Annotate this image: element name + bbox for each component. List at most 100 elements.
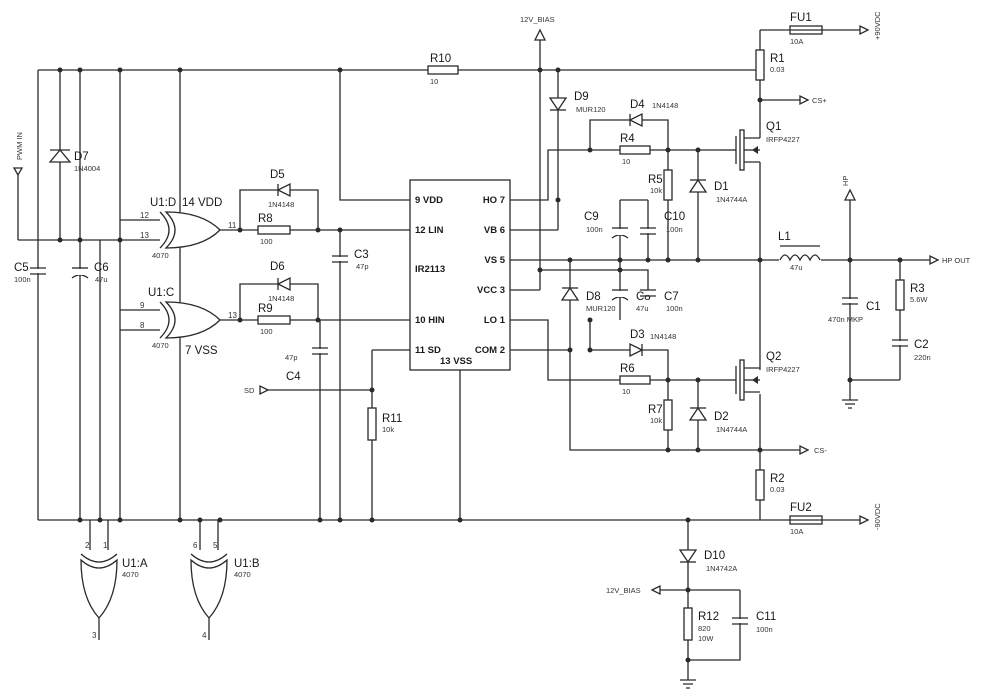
c6-ref-label: C6 xyxy=(94,262,109,274)
mosfet-q2: Q2 IRFP4227 xyxy=(735,351,800,401)
xor-gate-u1b: U1:B 4070 6 5 4 xyxy=(190,520,260,640)
l1-ref-label: L1 xyxy=(778,231,791,243)
r2-ref-label: R2 xyxy=(770,473,785,485)
r3-ref-label: R3 xyxy=(910,283,925,295)
ic-ir2113: 9 VDD 12 LIN 10 HIN IR2113 10 HIN 11 SD … xyxy=(409,179,511,371)
xor-gate-u1a: U1:A 4070 2 1 3 xyxy=(80,520,148,640)
c1-ref-label: C1 xyxy=(866,301,881,313)
capacitor-c2: C2 220n xyxy=(892,339,931,362)
net-12v-bias-top: 12V_BIAS xyxy=(520,15,555,24)
r4-ref-label: R4 xyxy=(620,133,635,145)
diode-d10: D10 1N4742A xyxy=(678,549,737,573)
u1d-pin-in1: 12 xyxy=(140,211,149,220)
fu2-ref-label: FU2 xyxy=(790,502,812,514)
u1c-pin-in2: 8 xyxy=(140,321,145,330)
d5-ref-label: D5 xyxy=(270,169,285,181)
pin-sd-label: 11 SD xyxy=(415,345,441,356)
fuse-fu1: FU1 10A xyxy=(789,12,823,46)
c3-ref-label: C3 xyxy=(354,249,369,261)
c11-value-label: 100n xyxy=(756,625,773,634)
diode-d5: D5 1N4148 xyxy=(268,169,294,209)
c2-ref-label: C2 xyxy=(914,339,929,351)
pin-vcc-label: VCC 3 xyxy=(477,285,505,296)
r1-value-label: 0.03 xyxy=(770,65,785,74)
c2-value-label: 220n xyxy=(914,353,931,362)
d3-ref-label: D3 xyxy=(630,329,645,341)
u1b-pin-in1: 6 xyxy=(193,541,198,550)
r1-ref-label: R1 xyxy=(770,53,785,65)
r2-value-label: 0.03 xyxy=(770,485,785,494)
r11-ref-label: R11 xyxy=(382,413,402,425)
r7-value-label: 10k xyxy=(650,416,662,425)
r6-ref-label: R6 xyxy=(620,363,635,375)
d2-value-label: 1N4744A xyxy=(716,425,747,434)
q2-value-label: IRFP4227 xyxy=(766,365,800,374)
d6-ref-label: D6 xyxy=(270,261,285,273)
net-hp-out: HP OUT xyxy=(942,256,971,265)
pin-lin-label: 12 LIN xyxy=(415,225,444,236)
u1a-ref: U1:A xyxy=(122,558,148,570)
capacitor-c7: C7 100n xyxy=(640,289,683,313)
r9-value-label: 100 xyxy=(260,327,273,336)
capacitor-c1: C1 470n MKP xyxy=(828,297,881,324)
r7-ref-label: R7 xyxy=(648,404,663,416)
resistor-r6: R6 10 xyxy=(619,363,651,396)
resistor-r3: R3 5.6W xyxy=(895,279,928,311)
capacitor-c5: C5 100n xyxy=(14,262,46,284)
resistor-r2: R2 0.03 xyxy=(755,469,785,501)
u1c-vss-label: 7 VSS xyxy=(185,345,218,357)
capacitor-c10: C10 100n xyxy=(640,211,685,235)
net-cs-minus: CS- xyxy=(814,446,827,455)
d5-value-label: 1N4148 xyxy=(268,200,294,209)
d7-ref-label: D7 xyxy=(74,151,89,163)
diode-d9: D9 MUR120 xyxy=(548,91,606,114)
net-labels: 12V_BIAS PWM IN SD CS+ CS- HP HP OUT +90… xyxy=(12,11,971,596)
d10-value-label: 1N4742A xyxy=(706,564,737,573)
inductor-l1: L1 47u xyxy=(778,231,821,272)
u1a-pin-in2: 1 xyxy=(103,541,108,550)
l1-value-label: 47u xyxy=(790,263,803,272)
c8-value-label: 47u xyxy=(636,304,649,313)
diode-d4: D4 1N4148 xyxy=(628,99,678,128)
r8-value-label: 100 xyxy=(260,237,273,246)
ground-symbol-bias xyxy=(680,679,696,689)
d4-value-label: 1N4148 xyxy=(652,101,678,110)
d1-value-label: 1N4744A xyxy=(716,195,747,204)
diode-d8: D8 MUR120 xyxy=(560,286,616,313)
resistor-r11: R11 10k xyxy=(367,407,402,441)
q1-value-label: IRFP4227 xyxy=(766,135,800,144)
mosfet-q1: Q1 IRFP4227 xyxy=(735,121,800,171)
fuse-fu2: FU2 10A xyxy=(789,502,823,536)
u1a-pin-in1: 2 xyxy=(85,541,90,550)
pin-lo-label: LO 1 xyxy=(484,315,506,326)
u1c-ref: U1:C xyxy=(148,287,174,299)
d9-value-label: MUR120 xyxy=(576,105,606,114)
u1b-pin-out: 4 xyxy=(202,631,207,640)
r11-value-label: 10k xyxy=(382,425,394,434)
resistor-r9: R9 100 xyxy=(257,303,291,336)
r12-value-label: 820 xyxy=(698,624,711,633)
net-sd: SD xyxy=(244,386,255,395)
xor-gate-u1d: U1:D 14 VDD 4070 12 13 11 xyxy=(140,197,237,260)
r12-ref-label: R12 xyxy=(698,611,719,623)
pin-com-label: COM 2 xyxy=(475,345,505,356)
capacitor-c11: C11 100n xyxy=(732,611,776,634)
c7-value-label: 100n xyxy=(666,304,683,313)
c6-value-label: 47u xyxy=(95,275,108,284)
net-vdc-pos: +90VDC xyxy=(873,11,882,40)
ic-ref-label: IR2113 xyxy=(415,264,445,275)
u1d-value: 4070 xyxy=(152,251,169,260)
pin-vdd-label: 9 VDD xyxy=(415,195,443,206)
resistor-r5: R5 10k xyxy=(648,169,673,201)
r4-value-label: 10 xyxy=(622,157,630,166)
r5-ref-label: R5 xyxy=(648,174,663,186)
diode-d3: D3 1N4148 xyxy=(629,329,676,358)
net-cs-plus: CS+ xyxy=(812,96,827,105)
d2-ref-label: D2 xyxy=(714,411,729,423)
r12-value-label: 10W xyxy=(698,634,714,643)
fu1-ref-label: FU1 xyxy=(790,12,812,24)
u1c-pin-out: 13 xyxy=(228,311,237,320)
pin-vb-label: VB 6 xyxy=(484,225,505,236)
